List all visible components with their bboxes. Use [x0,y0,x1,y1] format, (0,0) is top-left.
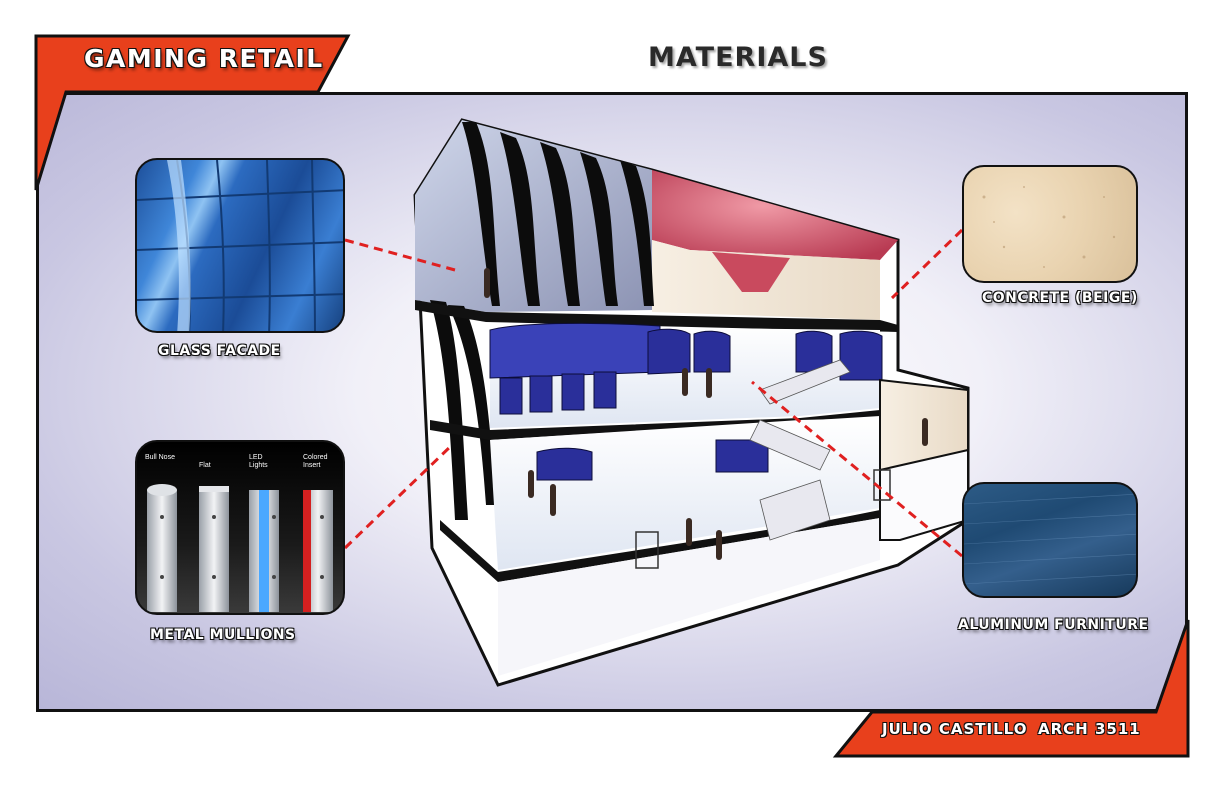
mullion-led [249,490,279,612]
mullion-bull-nose [147,484,177,612]
concrete-beige-label: CONCRETE (BEIGE) [982,290,1138,306]
staircase [749,359,851,541]
concrete-texture [982,186,1116,268]
leader-mullion [343,443,454,550]
ceiling-funnel [712,252,790,292]
mullion-caption-flat: Flat [199,462,211,469]
glass-facade-swatch [135,158,345,333]
mullion-flat [199,486,229,612]
course-code: ARCH 3511 [1038,720,1141,738]
mullion-caption-colored: Colored Insert [303,454,328,469]
author-name: JULIO CASTILLO [882,720,1028,738]
project-tag: GAMING RETAIL [84,44,324,73]
slab-level-1 [440,510,880,582]
people [484,268,928,560]
facade-ribs [430,122,654,520]
mullion-profiles-drawing [147,484,333,612]
page-title: MATERIALS [648,42,828,73]
leader-aluminum [751,380,963,558]
header-tag-shape [34,34,351,191]
brushed-aluminum-texture [964,493,1136,585]
leader-concrete [890,228,964,300]
aluminum-furniture-swatch [962,482,1138,598]
concrete-beige-swatch [962,165,1138,283]
mullion-caption-bull-nose: Bull Nose [145,454,175,461]
metal-mullions-swatch: Bull Nose Flat LED Lights Colored Insert [135,440,345,615]
mullion-colored-insert [303,490,333,612]
leader-glass [344,238,456,272]
footer-tag-shape [832,619,1190,758]
door-ground-left [635,531,659,569]
ground-floor [498,518,880,676]
ceiling-red [652,170,898,260]
aluminum-furniture-label: ALUMINUM FURNITURE [958,617,1149,633]
glass-grid-pattern [137,160,343,331]
metal-mullions-label: METAL MULLIONS [150,627,296,643]
glass-facade-label: GLASS FACADE [158,343,281,359]
annex-floor [879,448,969,541]
slab-level-3 [415,300,898,332]
slab-level-2 [430,410,880,440]
mullion-caption-led: LED Lights [249,454,268,469]
